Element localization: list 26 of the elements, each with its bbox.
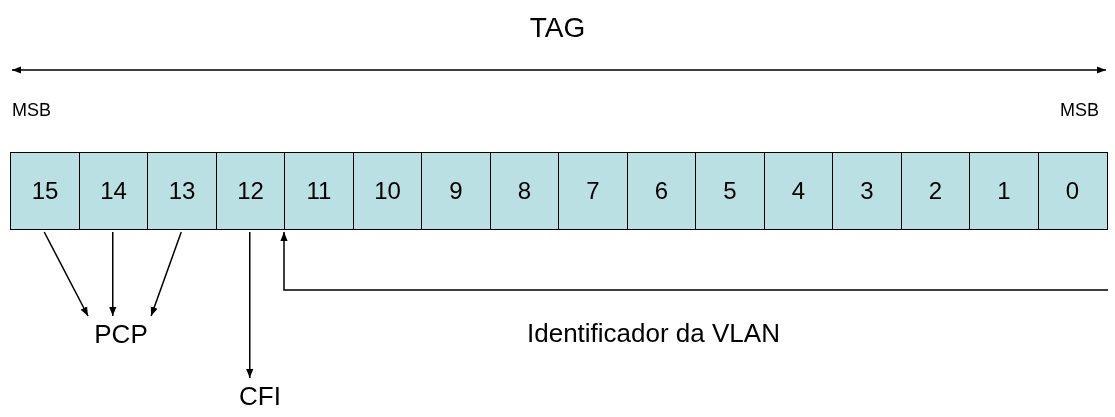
field-name: PCP: [80, 318, 162, 350]
bit-cell: 6: [626, 152, 697, 230]
arrow: [246, 231, 254, 379]
bit-cell: 1: [969, 152, 1039, 230]
bit-cell: 3: [832, 152, 902, 230]
bit-cell: 4: [763, 152, 834, 230]
bit-cell: 2: [900, 152, 971, 230]
field-name: CFI: [224, 380, 296, 412]
bit-cell: 14: [78, 152, 149, 230]
title: TAG: [528, 12, 587, 44]
bit-cell: 12: [215, 152, 286, 230]
bit-cell: 5: [695, 152, 765, 230]
bit-cell: 13: [147, 152, 217, 230]
bit-cell: 10: [352, 152, 423, 230]
arrow: [150, 231, 182, 317]
bit-order-label: MSB: [12, 100, 51, 121]
bit-cell: 11: [284, 152, 354, 230]
arrow: [280, 231, 1109, 291]
bit-cell: 9: [421, 152, 491, 230]
arrow: [43, 231, 89, 317]
bit-cell: 0: [1037, 152, 1108, 230]
bit-cell: 15: [10, 152, 80, 230]
bit-order-label: MSB: [1060, 100, 1099, 121]
bit-cell: 7: [558, 152, 628, 230]
bit-cell: 8: [489, 152, 560, 230]
arrow: [109, 231, 117, 317]
